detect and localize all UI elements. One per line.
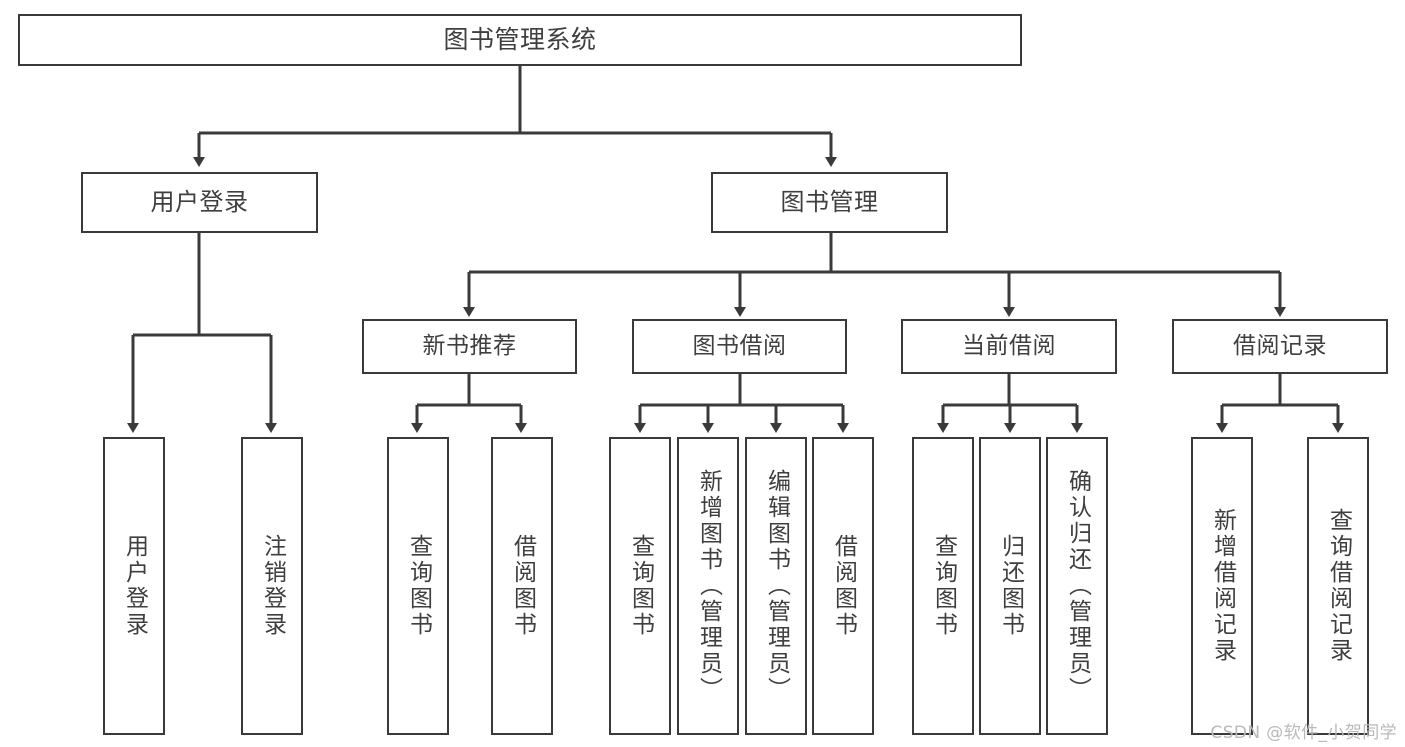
leaf-user-login-login-label: 用户登录 (121, 534, 148, 638)
leaf-current-borrow-query-book-label: 查询图书 (930, 534, 957, 638)
node-root-system[interactable]: 图书管理系统 (18, 14, 1022, 66)
node-book-borrow-label: 图书借阅 (692, 332, 787, 359)
node-current-borrow-label: 当前借阅 (962, 332, 1056, 359)
leaf-book-borrow-borrow-book[interactable]: 借阅图书 (812, 437, 874, 735)
leaf-book-borrow-add-book[interactable]: 新增图书（管理员） (677, 437, 739, 735)
leaf-book-borrow-edit-book[interactable]: 编辑图书（管理员） (745, 437, 807, 735)
leaf-borrow-record-query-record[interactable]: 查询借阅记录 (1307, 437, 1369, 735)
leaf-book-borrow-query-book[interactable]: 查询图书 (609, 437, 671, 735)
node-user-login[interactable]: 用户登录 (81, 172, 318, 233)
node-current-borrow[interactable]: 当前借阅 (901, 319, 1117, 374)
node-book-borrow[interactable]: 图书借阅 (632, 319, 847, 374)
node-root-system-label: 图书管理系统 (443, 25, 597, 55)
csdn-watermark: CSDN @软件_小贺同学 (1210, 723, 1397, 743)
leaf-book-borrow-edit-book-label: 编辑图书（管理员） (763, 469, 790, 703)
node-book-management-label: 图书管理 (780, 188, 879, 217)
leaf-new-book-borrow-book-label: 借阅图书 (509, 534, 536, 638)
node-new-book-recommend[interactable]: 新书推荐 (362, 319, 577, 374)
node-user-login-label: 用户登录 (150, 188, 249, 217)
leaf-user-login-login[interactable]: 用户登录 (103, 437, 165, 735)
node-borrow-record-label: 借阅记录 (1233, 332, 1327, 359)
leaf-user-login-logout-label: 注销登录 (259, 534, 286, 638)
leaf-user-login-logout[interactable]: 注销登录 (241, 437, 303, 735)
leaf-borrow-record-add-record[interactable]: 新增借阅记录 (1191, 437, 1253, 735)
node-borrow-record[interactable]: 借阅记录 (1172, 319, 1388, 374)
leaf-new-book-borrow-book[interactable]: 借阅图书 (491, 437, 553, 735)
leaf-book-borrow-query-book-label: 查询图书 (627, 534, 654, 638)
node-book-management[interactable]: 图书管理 (711, 172, 948, 233)
leaf-book-borrow-borrow-book-label: 借阅图书 (830, 534, 857, 638)
leaf-book-borrow-add-book-label: 新增图书（管理员） (695, 469, 722, 703)
leaf-current-borrow-return-book[interactable]: 归还图书 (979, 437, 1041, 735)
leaf-current-borrow-return-book-label: 归还图书 (997, 534, 1024, 638)
leaf-current-borrow-confirm-return-label: 确认归还（管理员） (1064, 469, 1091, 703)
leaf-borrow-record-query-record-label: 查询借阅记录 (1325, 508, 1352, 664)
leaf-new-book-query-book[interactable]: 查询图书 (387, 437, 449, 735)
node-new-book-recommend-label: 新书推荐 (422, 332, 517, 359)
leaf-new-book-query-book-label: 查询图书 (405, 534, 432, 638)
leaf-current-borrow-query-book[interactable]: 查询图书 (912, 437, 974, 735)
leaf-current-borrow-confirm-return[interactable]: 确认归还（管理员） (1046, 437, 1108, 735)
leaf-borrow-record-add-record-label: 新增借阅记录 (1209, 508, 1236, 664)
